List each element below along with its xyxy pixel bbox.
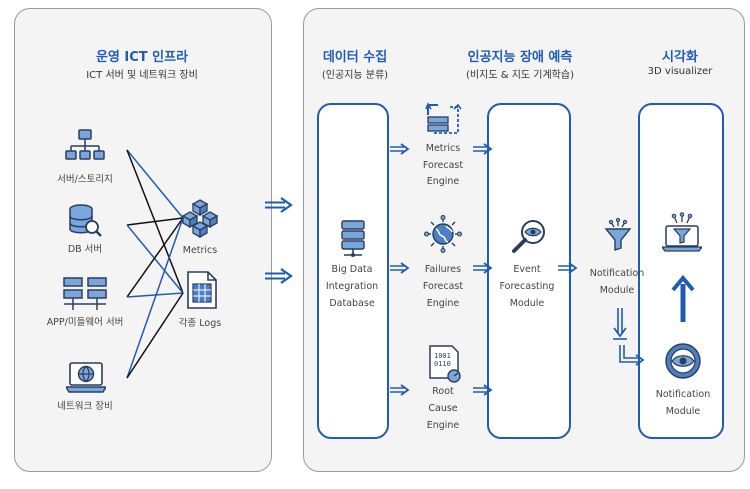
event-module-line2: Forecasting	[499, 281, 555, 292]
root-cause-binary-icon: 1001 0110	[428, 344, 464, 388]
prediction-subtitle: (비지도 & 지도 기계학습)	[466, 70, 574, 81]
arrow-db-to-failures-engine	[389, 262, 409, 274]
arrow-infra-to-collection-1	[263, 196, 293, 214]
infra-panel	[14, 8, 272, 472]
metrics-engine-line3: Engine	[426, 176, 460, 187]
arrow-notification-down-right	[613, 308, 645, 366]
source-label-server: 서버/스토리지	[57, 174, 113, 185]
metrics-engine-icon	[424, 101, 462, 143]
line-db-metrics	[126, 217, 184, 226]
arrow-db-to-metrics-engine	[389, 143, 409, 155]
metrics-cubes-icon	[180, 198, 220, 242]
notification-eye-icon	[664, 342, 702, 384]
target-label-logs: 각종 Logs	[178, 318, 222, 329]
failures-engine-line1: Failures	[424, 264, 462, 275]
prediction-column	[487, 103, 571, 439]
target-label-metrics: Metrics	[182, 245, 218, 256]
arrow-infra-to-collection-2	[263, 267, 293, 285]
collection-column	[317, 103, 389, 439]
line-db-logs	[126, 224, 184, 294]
database-search-icon	[67, 203, 103, 243]
infra-title: 운영 ICT 인프라	[95, 50, 189, 65]
funnel-filter-icon	[603, 217, 633, 256]
arrow-db-to-rootcause-engine	[389, 384, 409, 396]
metrics-engine-line1: Metrics	[425, 143, 461, 154]
line-server-metrics	[126, 149, 184, 219]
event-module-line1: Event	[513, 264, 541, 275]
folder-tree-icon	[65, 128, 105, 172]
source-label-app: APP/미들웨어 서버	[46, 317, 124, 328]
line-app-metrics	[126, 217, 184, 298]
svg-text:1001: 1001	[434, 352, 451, 360]
failures-engine-line2: Forecast	[422, 281, 464, 292]
visualizer-laptop-icon	[660, 212, 704, 258]
failures-engine-line3: Engine	[426, 298, 460, 309]
infra-subtitle: ICT 서버 및 네트워크 장비	[86, 70, 198, 81]
notification-mid-line2: Module	[599, 285, 635, 296]
visual-column	[638, 103, 724, 439]
visual-subtitle: 3D visualizer	[647, 66, 713, 77]
magnifier-eye-icon	[510, 218, 548, 260]
rootcause-engine-line2: Cause	[428, 403, 458, 414]
rootcause-engine-line1: Root	[432, 386, 454, 397]
server-rack-icon	[62, 276, 108, 316]
network-globe-laptop-icon	[64, 361, 108, 399]
notification-right-line2: Module	[665, 406, 701, 417]
line-net-metrics	[126, 217, 184, 379]
notification-mid-line1: Notification	[589, 268, 645, 279]
line-net-logs	[126, 292, 184, 379]
prediction-title: 인공지능 장애 예측	[467, 50, 573, 65]
line-app-logs	[126, 292, 184, 298]
source-label-network: 네트워크 장비	[57, 401, 113, 412]
db-label-line3: Database	[329, 298, 375, 309]
visual-title: 시각화	[662, 50, 698, 65]
notification-right-line1: Notification	[655, 389, 711, 400]
arrow-up-to-visualizer	[671, 274, 695, 322]
failures-engine-globe-icon	[424, 215, 462, 257]
database-stack-icon	[340, 219, 366, 263]
db-label-line2: Integration	[325, 281, 379, 292]
svg-text:0110: 0110	[434, 360, 451, 368]
metrics-engine-line2: Forecast	[422, 160, 464, 171]
rootcause-engine-line3: Engine	[426, 420, 460, 431]
logs-document-icon	[186, 270, 218, 314]
collection-title: 데이터 수집	[322, 50, 388, 65]
collection-subtitle: (인공지능 분류)	[321, 70, 389, 81]
source-label-db: DB 서버	[67, 244, 103, 255]
event-module-line3: Module	[509, 298, 545, 309]
db-label-line1: Big Data	[331, 264, 373, 275]
